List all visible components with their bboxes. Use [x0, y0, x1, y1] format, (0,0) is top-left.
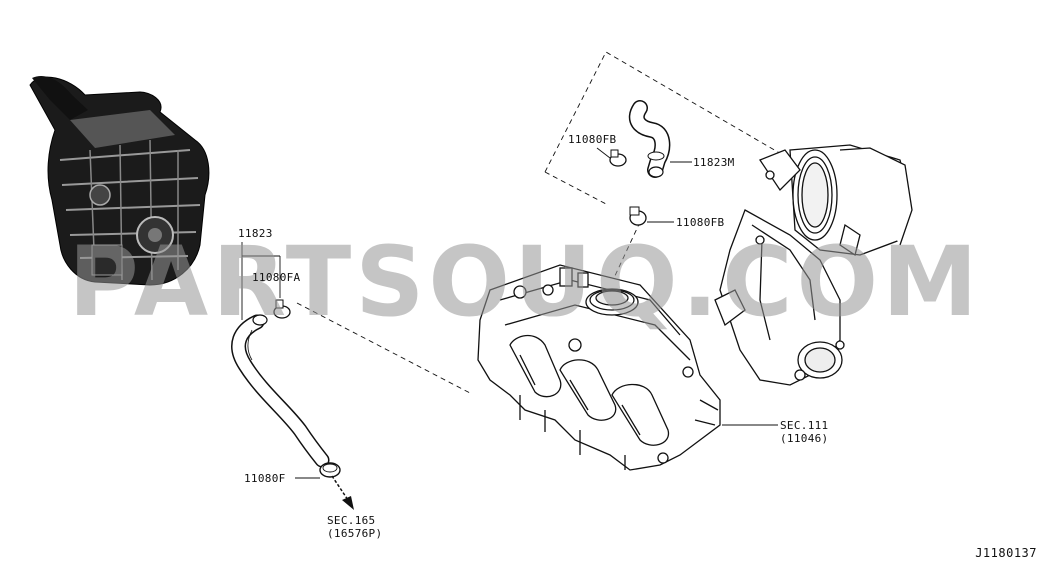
label-sec-165[interactable]: SEC.165 [327, 514, 376, 527]
throttle-body-icon[interactable] [714, 144, 913, 386]
diagram-code: J1180137 [975, 546, 1037, 560]
label-11080fb-mid[interactable]: 11080FB [676, 216, 725, 229]
engine-thumbnail-icon[interactable] [29, 75, 210, 286]
label-sec-111-ref: (11046) [780, 432, 829, 445]
label-11823[interactable]: 11823 [238, 227, 273, 240]
label-sec-165-ref: (16576P) [327, 527, 383, 540]
clamp-11080fb-top-icon[interactable] [609, 149, 627, 167]
label-11823m[interactable]: 11823M [693, 156, 735, 169]
intake-manifold-icon[interactable] [477, 264, 721, 471]
dashed-reference-box [296, 51, 784, 394]
leader-lines [241, 147, 778, 479]
label-11080fb-top[interactable]: 11080FB [568, 133, 617, 146]
clamp-11080fb-mid-icon[interactable] [629, 206, 647, 226]
label-sec-111[interactable]: SEC.111 [780, 419, 829, 432]
label-11080f[interactable]: 11080F [244, 472, 286, 485]
clamp-11080f-icon[interactable] [319, 462, 341, 478]
direction-arrow-icon [331, 475, 354, 510]
clamp-11080fa-icon[interactable] [273, 299, 291, 319]
watermark-text: PARTSOUQ.COM [68, 226, 982, 338]
hose-icon[interactable] [231, 314, 330, 468]
label-11080fa[interactable]: 11080FA [252, 271, 301, 284]
hose-11823m-icon[interactable] [628, 100, 671, 178]
